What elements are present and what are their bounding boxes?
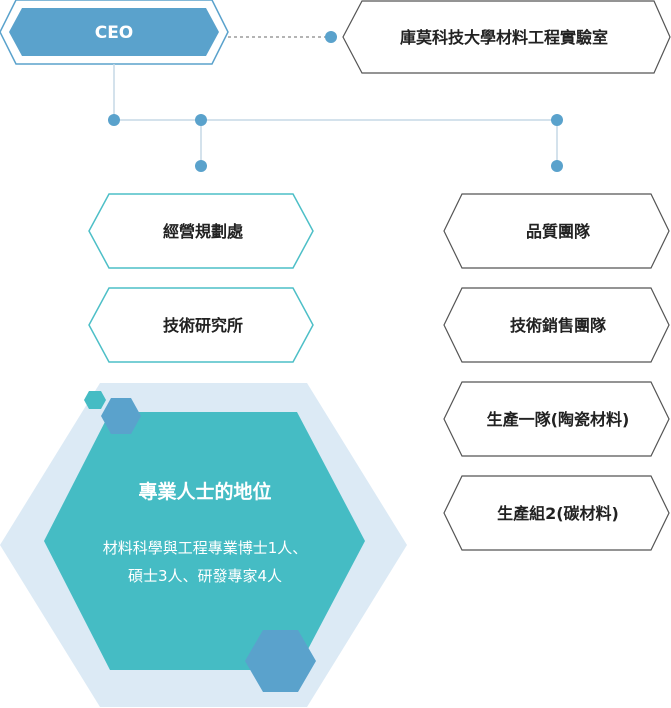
right-unit-label-ceramic: 生產一隊(陶瓷材料) [487, 410, 630, 429]
connector-dot [551, 114, 563, 126]
left-unit-label-planning: 經營規劃處 [163, 222, 244, 241]
connector-dot [108, 114, 120, 126]
small-hexagon-teal [84, 391, 106, 409]
right-unit-node-quality[interactable] [443, 193, 670, 269]
connector-dots [108, 114, 563, 172]
lab-label: 庫莫科技大學材料工程實驗室 [400, 28, 608, 47]
right-unit-node-ceramic[interactable] [443, 381, 670, 457]
right-unit-label-quality: 品質團隊 [526, 222, 591, 241]
right-unit-label-sales: 技術銷售團隊 [510, 316, 607, 335]
connector-lines [113, 64, 558, 166]
right-unit-node-carbon[interactable] [443, 475, 670, 551]
connector-dot [551, 160, 563, 172]
left-unit-node-research[interactable] [88, 287, 314, 363]
large-hexagon-blue [245, 630, 316, 692]
lab-link-dot [325, 31, 337, 43]
highlight-hexagon [44, 412, 365, 670]
small-hexagon-blue [101, 398, 141, 434]
ceo-outline [0, 0, 229, 65]
highlight-title: 專業人士的地位 [138, 480, 271, 503]
ceo-node[interactable] [9, 8, 219, 56]
right-unit-label-carbon: 生產組2(碳材料) [497, 504, 619, 523]
connector-dot [195, 114, 207, 126]
right-unit-node-sales[interactable] [443, 287, 670, 363]
highlight-line-2: 碩士3人、研發專家4人 [128, 567, 282, 585]
connector-dot [195, 160, 207, 172]
left-unit-label-research: 技術研究所 [163, 316, 243, 335]
lab-node[interactable] [342, 0, 671, 74]
ceo-label: CEO [95, 23, 134, 43]
left-unit-node-planning[interactable] [88, 193, 314, 269]
highlight-line-1: 材料科學與工程專業博士1人、 [103, 539, 308, 557]
